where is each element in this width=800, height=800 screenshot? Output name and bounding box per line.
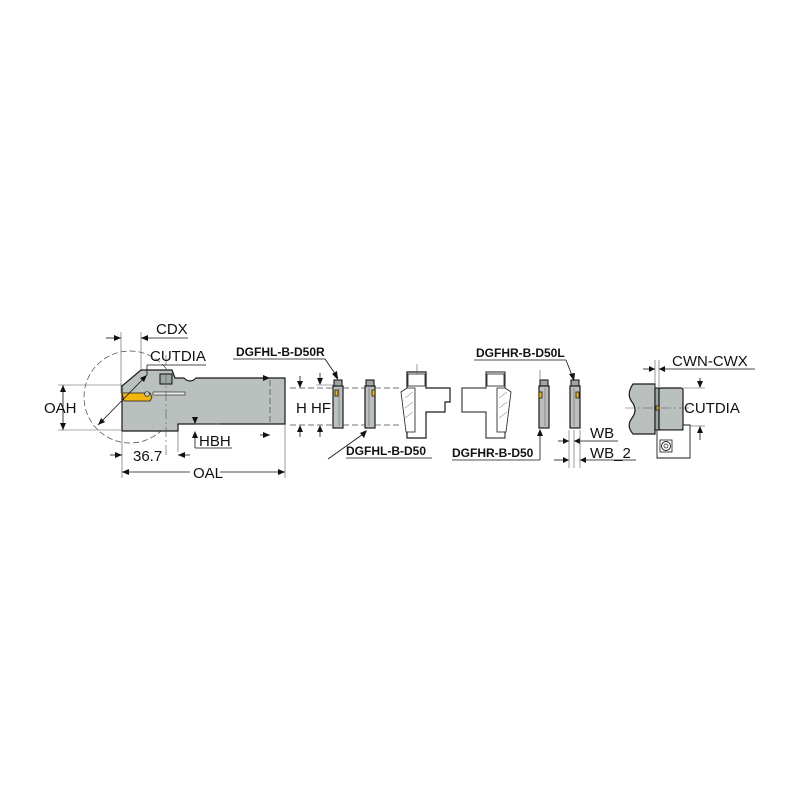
oal-label: OAL bbox=[193, 465, 223, 482]
hatch bbox=[404, 401, 414, 409]
insert-pocket-screw bbox=[144, 391, 150, 397]
wb-label: WB bbox=[590, 425, 614, 442]
arrow-icon bbox=[649, 366, 655, 372]
hbh-label: HBH bbox=[199, 433, 231, 450]
arrow-icon bbox=[114, 335, 121, 341]
arrow-icon bbox=[317, 425, 323, 432]
clamp-screw-icon bbox=[661, 441, 671, 451]
blade-insert bbox=[334, 389, 339, 397]
label-leader bbox=[327, 431, 367, 460]
hf-label: HF bbox=[311, 400, 331, 417]
part-label-dgfhl-d50: DGFHL-B-D50 bbox=[346, 444, 426, 458]
main-holder-view: OAH CUTDIA CDX HBH 36.7 bbox=[44, 321, 286, 482]
arrow-icon bbox=[659, 366, 665, 372]
arrow-icon bbox=[697, 426, 703, 433]
arrow-icon bbox=[122, 469, 129, 475]
arrow-icon bbox=[178, 452, 185, 458]
groove-section bbox=[658, 387, 684, 431]
cutdia-right-label: CUTDIA bbox=[684, 400, 740, 417]
arrow-icon bbox=[115, 452, 122, 458]
height-dimensions: H HF bbox=[290, 373, 338, 437]
arrow-icon bbox=[563, 457, 569, 463]
arrow-icon bbox=[569, 373, 575, 381]
clamp-rod bbox=[152, 391, 186, 396]
arrow-icon bbox=[141, 335, 148, 341]
holder-left-assembly bbox=[406, 371, 451, 439]
part-label-dgfhr-d50: DGFHR-B-D50 bbox=[452, 446, 534, 460]
cdx-label: CDX bbox=[156, 321, 188, 338]
mounted-blade-views bbox=[400, 364, 512, 439]
arrow-icon bbox=[297, 381, 303, 388]
length-36-7-label: 36.7 bbox=[133, 448, 162, 465]
cutdia-diagonal bbox=[97, 374, 148, 426]
arrow-icon bbox=[537, 429, 543, 436]
left-hand-blades: DGFHL-B-D50R DGFHL-B-D50 bbox=[233, 345, 432, 460]
right-hand-blades: DGFHR-B-D50L DGFHR-B-D50 WB WB_2 bbox=[452, 346, 636, 468]
hatch bbox=[498, 411, 508, 419]
blade-dgfhl-d50 bbox=[364, 385, 376, 429]
arrow-icon bbox=[697, 381, 703, 388]
front-view: CWN-CWX CUTDIA bbox=[625, 353, 755, 459]
arrow-icon bbox=[192, 431, 198, 438]
arrow-icon bbox=[574, 438, 580, 444]
arrow-icon bbox=[98, 418, 105, 425]
arrow-icon bbox=[60, 423, 66, 430]
arrow-icon bbox=[297, 425, 303, 432]
arrow-icon bbox=[263, 375, 270, 381]
hatch bbox=[498, 401, 508, 409]
blade-seat-right bbox=[496, 387, 512, 433]
clamp-screw-inner bbox=[663, 443, 669, 449]
arrow-icon bbox=[360, 430, 367, 438]
arrow-icon bbox=[192, 417, 198, 424]
arrow-icon bbox=[563, 438, 569, 444]
wb-2-label: WB_2 bbox=[590, 445, 631, 462]
blade-dgfhr-d50 bbox=[538, 385, 550, 429]
arrow-icon bbox=[332, 371, 338, 380]
blade-dgfhr-d50l bbox=[569, 385, 581, 429]
arrow-icon bbox=[278, 469, 285, 475]
blade-seat-left bbox=[400, 387, 416, 433]
workpiece-shaft bbox=[628, 383, 656, 435]
blade-dgfhl-d50r bbox=[332, 385, 344, 429]
arrow-icon bbox=[580, 457, 586, 463]
blade-insert bbox=[371, 389, 376, 397]
hatch bbox=[404, 411, 414, 419]
holder-left-top bbox=[407, 373, 426, 387]
h-label: H bbox=[296, 400, 307, 417]
cutdia-left-label: CUTDIA bbox=[150, 348, 206, 365]
arrow-icon bbox=[263, 432, 270, 438]
hatch bbox=[498, 391, 508, 399]
part-label-dgfhr-d50l: DGFHR-B-D50L bbox=[476, 346, 565, 360]
part-label-dgfhl-d50r: DGFHL-B-D50R bbox=[236, 345, 325, 359]
blade-insert bbox=[538, 391, 543, 399]
arrow-icon bbox=[60, 385, 66, 392]
blade-insert bbox=[575, 391, 580, 399]
holder-right-top bbox=[486, 373, 505, 387]
arrow-icon bbox=[140, 375, 147, 382]
arrow-icon bbox=[317, 378, 323, 385]
cwn-cwx-label: CWN-CWX bbox=[672, 353, 748, 370]
hatch bbox=[404, 391, 414, 399]
oah-label: OAH bbox=[44, 400, 77, 417]
